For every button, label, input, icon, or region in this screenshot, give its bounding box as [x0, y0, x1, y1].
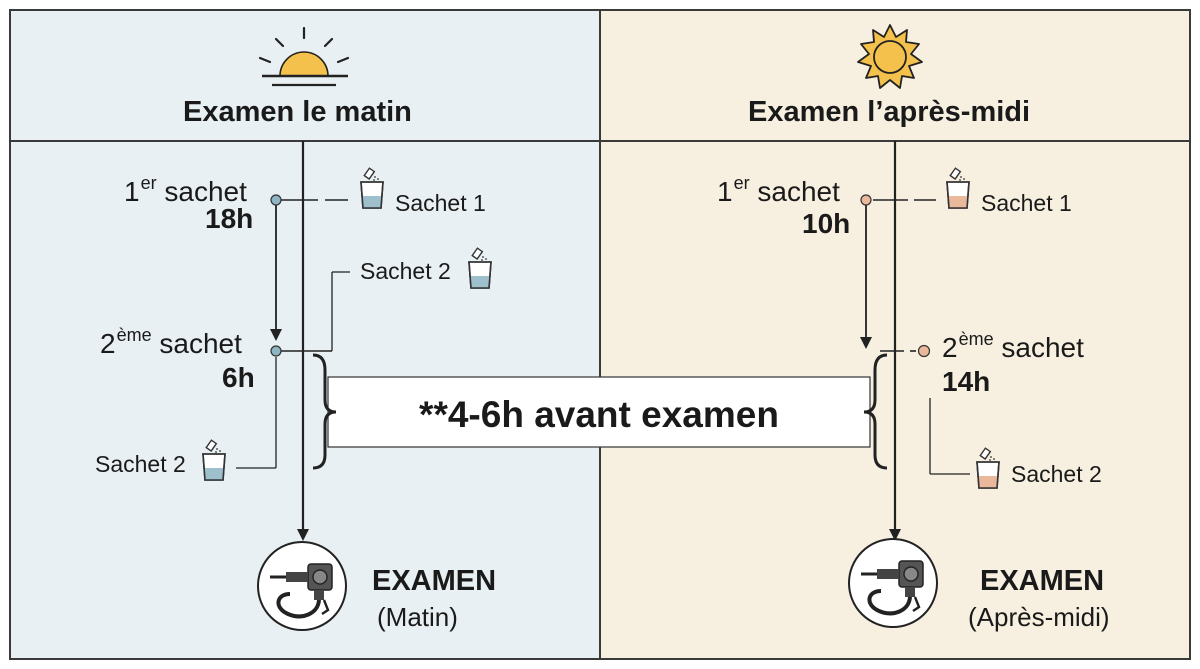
morning-first-label: 1er sachet	[124, 173, 247, 207]
banner-box	[327, 376, 871, 448]
timing-banner: **4-6h avant examen	[419, 394, 779, 435]
afternoon-exam-title: EXAMEN	[980, 565, 1105, 597]
morning-second-time: 6h	[222, 362, 255, 393]
afternoon-first-sachet-label: Sachet 1	[981, 190, 1072, 216]
afternoon-exam-subtitle: (Après-midi)	[968, 602, 1110, 632]
afternoon-second-sachet-label: Sachet 2	[1011, 461, 1102, 487]
morning-second-sachet-top-label: Sachet 2	[360, 258, 451, 284]
sun-icon	[857, 24, 923, 89]
morning-exam-subtitle: (Matin)	[377, 602, 458, 632]
morning-first-sachet-label: Sachet 1	[395, 190, 486, 216]
morning-first-time: 18h	[205, 203, 254, 234]
sachet-icon	[976, 447, 1000, 489]
afternoon-first-dot	[860, 194, 872, 206]
sachet-icon	[468, 247, 492, 289]
afternoon-second-dot	[917, 344, 931, 358]
brace-icon	[312, 353, 337, 470]
afternoon-first-label: 1er sachet	[717, 173, 840, 207]
morning-header: Examen le matin	[183, 96, 412, 128]
sachet-icon	[946, 167, 970, 209]
afternoon-second-time: 14h	[942, 366, 991, 397]
morning-second-label: 2ème sachet	[100, 325, 242, 359]
afternoon-first-time: 10h	[802, 208, 851, 239]
colonoscope-icon	[257, 541, 347, 631]
sunrise-icon	[258, 26, 350, 87]
brace-icon	[863, 353, 888, 470]
sachet-icon	[360, 167, 384, 209]
sachet-icon	[202, 439, 226, 481]
colonoscope-icon	[848, 538, 938, 628]
morning-timeline	[236, 141, 350, 541]
afternoon-second-label: 2ème sachet	[942, 329, 1084, 363]
afternoon-timeline	[860, 141, 970, 541]
afternoon-header: Examen l’après-midi	[748, 96, 1031, 128]
morning-first-dot	[270, 194, 282, 206]
morning-second-dot	[270, 345, 282, 357]
morning-second-sachet-bottom-label: Sachet 2	[95, 451, 186, 477]
morning-exam-title: EXAMEN	[372, 565, 497, 597]
